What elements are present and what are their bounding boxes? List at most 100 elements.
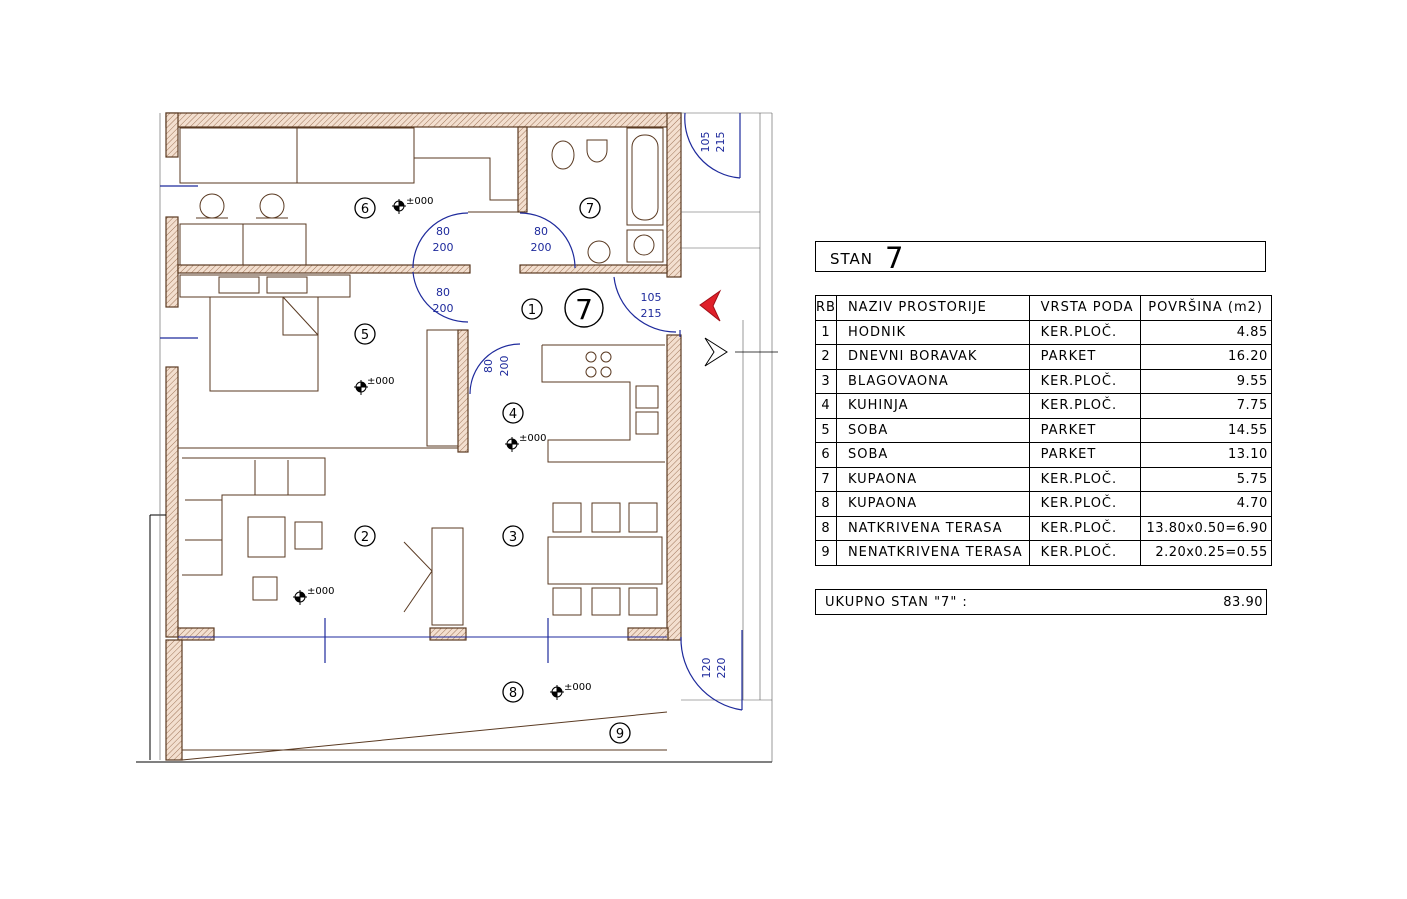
svg-text:4: 4	[509, 407, 517, 422]
cell-naziv: NENATKRIVENA TERASA	[835, 540, 1030, 566]
room-markers: 1 2 3 4 5 6 7 8 9	[354, 197, 631, 744]
cell-naziv: BLAGOVAONA	[835, 368, 1030, 394]
door-1-height: 200	[433, 241, 454, 254]
door-1-width: 80	[436, 225, 450, 238]
room-marker-4: 4	[502, 402, 524, 424]
cell-rb: 2	[815, 344, 837, 370]
apartment-marker: 7	[564, 288, 604, 328]
cell-rb: 6	[815, 442, 837, 468]
rooms-table: RB NAZIV PROSTORIJE VRSTA PODA POVRŠINA …	[815, 295, 1272, 566]
svg-text:1: 1	[528, 303, 536, 318]
cell-povrsina: 2.20x0.25=0.55	[1139, 540, 1272, 566]
svg-text:2: 2	[361, 530, 369, 545]
walls	[165, 112, 682, 761]
door-arcs	[412, 112, 743, 711]
cell-naziv: KUPAONA	[835, 491, 1030, 517]
apartment-title-label: STAN	[830, 250, 874, 268]
room-marker-1: 1	[521, 298, 543, 320]
cell-vrsta: KER.PLOČ.	[1028, 319, 1141, 345]
svg-text:±000: ±000	[307, 586, 334, 597]
room-marker-5: 5	[354, 323, 376, 345]
wall-right-lower	[666, 334, 682, 641]
level-marker-icon: ±000	[392, 196, 433, 214]
wall-top	[165, 112, 682, 128]
door-4-width: 80	[482, 359, 495, 373]
cell-povrsina: 13.10	[1139, 442, 1272, 468]
door-2-height: 200	[531, 241, 552, 254]
svg-text:3: 3	[509, 530, 517, 545]
cell-rb: 4	[815, 393, 837, 419]
cell-vrsta: PARKET	[1028, 442, 1141, 468]
door-2-width: 80	[534, 225, 548, 238]
wall-left-upper	[165, 112, 179, 158]
wall-hall-right	[519, 264, 668, 274]
cell-rb: 8	[815, 491, 837, 517]
level-marker-icon: ±000	[293, 586, 334, 605]
cell-povrsina: 5.75	[1139, 466, 1272, 492]
wall-terrace-left	[165, 639, 183, 761]
wall-hall-left	[177, 264, 471, 274]
cell-naziv: DNEVNI BORAVAK	[835, 344, 1030, 370]
door-3-width: 80	[436, 286, 450, 299]
header-vrsta: VRSTA PODA	[1028, 295, 1141, 321]
cell-naziv: KUHINJA	[835, 393, 1030, 419]
apartment-marker-label: 7	[575, 293, 593, 326]
svg-text:±000: ±000	[367, 376, 394, 387]
dimension-labels: 80 200 80 200 80 200 80 200 105 215 105 …	[433, 132, 729, 679]
cell-povrsina: 14.55	[1139, 417, 1272, 443]
apartment-title-number: 7	[885, 241, 904, 275]
cell-vrsta: KER.PLOČ.	[1028, 368, 1141, 394]
window-markers	[160, 185, 549, 663]
door-6-height: 215	[641, 307, 662, 320]
room-marker-8: 8	[502, 681, 524, 703]
interior-lines	[136, 112, 773, 763]
cell-vrsta: KER.PLOČ.	[1028, 515, 1141, 541]
cell-naziv: SOBA	[835, 417, 1030, 443]
wall-left-mid	[165, 216, 179, 308]
wall-bottom-left	[177, 627, 215, 641]
room-marker-7: 7	[579, 197, 601, 219]
door-7-width: 120	[700, 658, 713, 679]
cell-rb: 1	[815, 319, 837, 345]
entry-arrow-icon	[699, 289, 778, 367]
room-marker-2: 2	[354, 525, 376, 547]
total-label: UKUPNO STAN "7" :	[825, 595, 968, 610]
wall-bottom-mid	[429, 627, 467, 641]
svg-text:±000: ±000	[564, 682, 591, 693]
door-5-height: 215	[714, 132, 727, 153]
svg-text:±000: ±000	[519, 433, 546, 444]
svg-text:8: 8	[509, 686, 517, 701]
cell-rb: 3	[815, 368, 837, 394]
cell-naziv: NATKRIVENA TERASA	[835, 515, 1030, 541]
total-value: 83.90	[1223, 595, 1263, 610]
cell-naziv: HODNIK	[835, 319, 1030, 345]
cell-rb: 7	[815, 466, 837, 492]
svg-text:5: 5	[361, 328, 369, 343]
wall-right-upper	[666, 112, 682, 278]
cell-povrsina: 13.80x0.50=6.90	[1139, 515, 1272, 541]
level-marker-icon: ±000	[550, 682, 591, 700]
cell-naziv: SOBA	[835, 442, 1030, 468]
cell-povrsina: 16.20	[1139, 344, 1272, 370]
cell-vrsta: KER.PLOČ.	[1028, 491, 1141, 517]
level-marker-icon: ±000	[505, 433, 546, 452]
svg-text:7: 7	[586, 202, 594, 217]
total-row: UKUPNO STAN "7" : 83.90	[815, 589, 1267, 615]
door-4-height: 200	[498, 356, 511, 377]
cell-povrsina: 4.70	[1139, 491, 1272, 517]
cell-rb: 8	[815, 515, 837, 541]
cell-rb: 9	[815, 540, 837, 566]
room-marker-9: 9	[609, 722, 631, 744]
wall-bath-divider	[517, 126, 528, 213]
room-marker-3: 3	[502, 525, 524, 547]
header-naziv: NAZIV PROSTORIJE	[835, 295, 1030, 321]
floor-plan: 80 200 80 200 80 200 80 200 105 215 105 …	[136, 112, 778, 763]
